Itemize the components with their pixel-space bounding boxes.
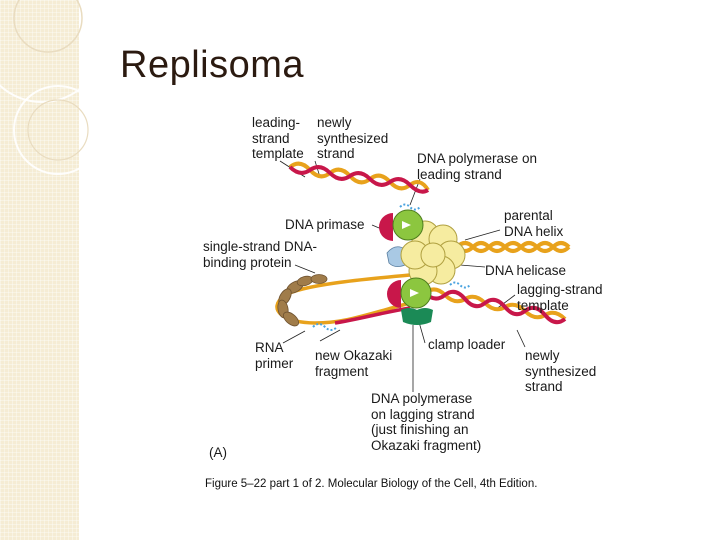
label-newly-synthesized-bottom: newly synthesized strand [525, 348, 597, 394]
dna-polymerase-leading [379, 209, 424, 241]
label-dna-polymerase-leading: DNA polymerase on leading strand [417, 151, 538, 182]
leading-strand [288, 161, 430, 194]
label-newly-synthesized-top: newly synthesized strand [317, 115, 389, 161]
replisome-figure: leading- strand template newly synthesiz… [195, 105, 625, 505]
label-single-strand-binding-protein: single-strand DNA- binding protein [203, 239, 318, 270]
dna-polymerase-lagging [387, 277, 432, 309]
lagging-strand-template [423, 287, 567, 325]
label-parental-dna-helix: parental DNA helix [504, 208, 564, 239]
ssb-proteins [277, 274, 328, 327]
figure-caption: Figure 5–22 part 1 of 2. Molecular Biolo… [205, 478, 538, 490]
replisome-diagram [275, 160, 571, 392]
clamp-loader [401, 308, 433, 325]
panel-label: (A) [209, 445, 227, 460]
slide-title: Replisoma [120, 44, 305, 86]
label-dna-helicase: DNA helicase [485, 263, 567, 278]
rna-primer [312, 323, 338, 331]
label-lagging-strand-template: lagging-strand template [517, 282, 603, 313]
parental-dna-helix [455, 241, 571, 253]
label-new-okazaki-fragment: new Okazaki fragment [315, 348, 393, 379]
label-clamp-loader: clamp loader [428, 337, 506, 352]
dna-helicase [400, 220, 466, 286]
decorative-rings [0, 0, 105, 175]
label-leading-strand-template: leading- strand template [252, 115, 304, 161]
label-rna-primer: RNA primer [255, 340, 294, 371]
label-dna-polymerase-lagging: DNA polymerase on lagging strand (just f… [371, 391, 482, 453]
label-dna-primase: DNA primase [285, 217, 365, 232]
